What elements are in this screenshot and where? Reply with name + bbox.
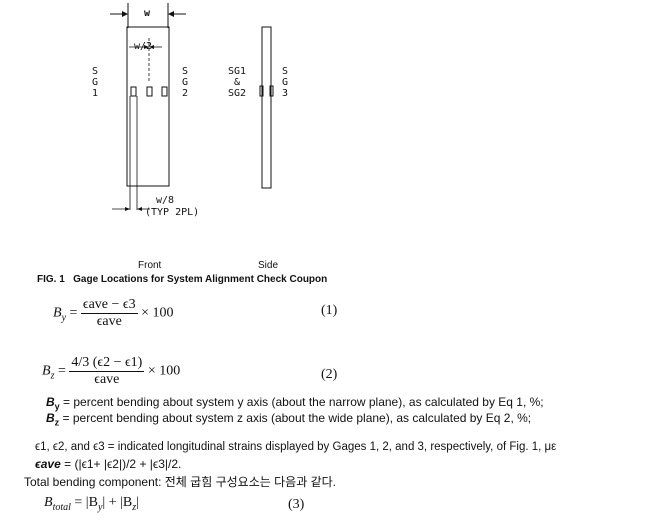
eq1-numerator: ϵave − ϵ3 (80, 297, 138, 314)
eq1-denominator: ϵave (96, 314, 122, 329)
dim-half-label: w/2 (134, 41, 153, 52)
typ-note: (TYP 2PL) (145, 207, 200, 218)
caption-text: Gage Locations for System Alignment Chec… (73, 274, 328, 285)
gage-center (146, 86, 153, 97)
total-bending-line: Total bending component: 전체 굽힘 구성요소는 다음과… (24, 475, 336, 489)
caption-number: FIG. 1 (37, 274, 65, 285)
eq1-number: (1) (321, 303, 338, 318)
equation-2: Bz = 4/3 (ϵ2 − ϵ1) ϵave × 100 (42, 355, 181, 388)
def-bz: Bz = percent bending about system z axis… (46, 411, 532, 428)
side-gage-sg3 (269, 85, 274, 97)
gage-1 (130, 86, 137, 97)
figure-caption: FIG. 1 Gage Locations for System Alignme… (37, 274, 327, 285)
equation-3: Btotal = |By| + |Bz| (44, 495, 139, 513)
def-by: By = percent bending about system y axis… (46, 395, 544, 412)
def-eave: ϵave = (|ϵ1+ |ϵ2|)/2 + |ϵ3|/2. (35, 457, 182, 471)
eq2-times: × 100 (147, 363, 181, 379)
dim-w-label: w (144, 8, 151, 19)
side-sg-label: SG1 & SG2 (227, 66, 247, 99)
front-coupon (126, 26, 170, 187)
front-label: Front (138, 260, 162, 271)
gage-2 (161, 86, 168, 97)
eq2-denominator: ϵave (94, 372, 120, 387)
coupon-diagram (110, 3, 274, 211)
eq2-fraction: 4/3 (ϵ2 − ϵ1) ϵave (69, 355, 145, 388)
eq3-number: (3) (288, 497, 305, 512)
side-gage-sg1-sg2 (259, 85, 264, 97)
eq2-numerator: 4/3 (ϵ2 − ϵ1) (69, 355, 145, 372)
eq1-fraction: ϵave − ϵ3 ϵave (80, 297, 138, 330)
dim-eighth-label: w/8 (156, 195, 175, 206)
def-eps: ϵ1, ϵ2, and ϵ3 = indicated longitudinal … (35, 441, 557, 453)
side-label: Side (258, 260, 279, 271)
equation-1: By = ϵave − ϵ3 ϵave × 100 (53, 297, 174, 330)
eq1-times: × 100 (141, 305, 174, 321)
side-coupon (261, 26, 272, 189)
eq2-number: (2) (321, 367, 338, 382)
